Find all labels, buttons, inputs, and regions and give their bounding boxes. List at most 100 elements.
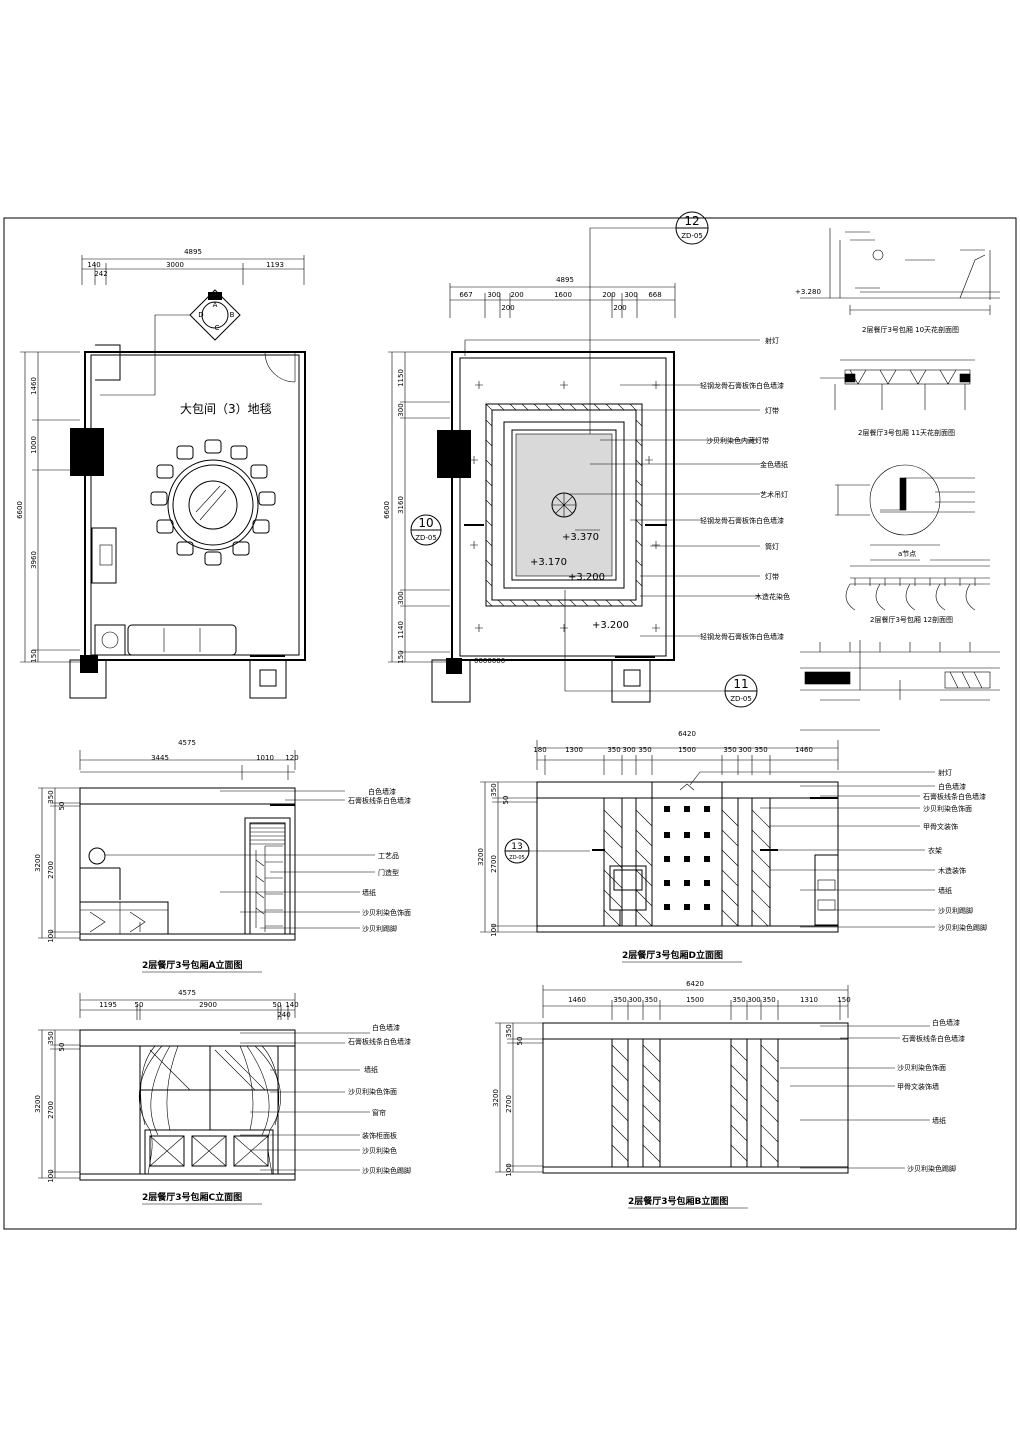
ceiling-height-total: 6600 — [383, 501, 391, 519]
elev-d-label-8: 沙贝利踢脚 — [938, 906, 973, 915]
elev-a-seg-1: 1010 — [256, 754, 274, 762]
elev-a-label-3: 门造型 — [378, 868, 399, 877]
ceiling-label-6: 轻钢龙骨石膏板饰白色墙漆 — [700, 516, 784, 525]
ceiling-seg-2: 200 — [510, 291, 523, 299]
elev-3170: +3.170 — [530, 557, 567, 568]
ceiling-label-5: 艺术吊灯 — [760, 490, 788, 499]
elev-c-seg-0: 1195 — [99, 1001, 117, 1009]
elevation-d: 6420 180 1300 350 300 350 1500 350 300 3… — [477, 730, 987, 963]
elev-a-label-1: 石膏板线条白色墙漆 — [348, 796, 411, 805]
elev-d-label-6: 木造装饰 — [938, 866, 966, 875]
elev-d-h-0: 350 — [490, 783, 498, 796]
elev-b-title: 2层餐厅3号包厢B立面图 — [628, 1195, 728, 1207]
elev-b-h-0: 350 — [505, 1024, 513, 1037]
ceiling-subseg-0: 200 — [501, 304, 514, 312]
callout-11-sheet: ZD-05 — [730, 695, 752, 703]
elev-b-label-5: 沙贝利染色踢脚 — [907, 1164, 956, 1173]
floor-plan-seg-2: 3000 — [166, 261, 184, 269]
floor-plan-height-1: 1460 — [30, 377, 38, 395]
curtain-left — [138, 1045, 179, 1175]
ceiling-label-4: 金色墙纸 — [760, 460, 788, 469]
elev-d-seg-9: 1460 — [795, 746, 813, 754]
elev-3370: +3.370 — [562, 532, 599, 543]
ceiling-label-3: 沙贝利染色内藏灯带 — [706, 436, 769, 445]
ceiling-label-0: 射灯 — [765, 336, 779, 345]
ceiling-label-7: 筒灯 — [765, 542, 779, 551]
compass-d: D — [198, 311, 203, 319]
callout-10-sheet: ZD-05 — [415, 534, 437, 542]
elev-a-h-3: 2700 — [47, 861, 55, 879]
elev-b-h-1: 50 — [516, 1037, 524, 1046]
elev-d-seg-8: 350 — [754, 746, 767, 754]
elev-c-seg-2: 2900 — [199, 1001, 217, 1009]
floor-plan-room-title: 大包间（3）地毯 — [180, 402, 272, 416]
elev-d-seg-5: 1500 — [678, 746, 696, 754]
elev-c-label-1: 石膏板线条白色墙漆 — [348, 1037, 411, 1046]
elev-c-seg-3: 50 — [273, 1001, 282, 1009]
detail-node-title: a节点 — [898, 550, 916, 558]
ceiling-height-2: 300 — [397, 403, 405, 416]
elev-c-h-1: 50 — [58, 1043, 66, 1052]
floor-plan: 4895 140 242 3000 1193 6600 1460 1000 39… — [16, 248, 306, 699]
sheet-border — [3, 217, 1017, 1230]
elev-a-label-5: 沙贝利染色饰面 — [362, 908, 411, 917]
elev-d-seg-1: 1300 — [565, 746, 583, 754]
ceiling-height-6: 150 — [397, 650, 405, 663]
elev-b-h-4: 100 — [505, 1163, 513, 1176]
ceiling-seg-3: 1600 — [554, 291, 572, 299]
elev-b-seg-4: 1500 — [686, 996, 704, 1004]
elevation-a: 4575 3445 1010 120 350 50 3200 2700 100 — [34, 739, 411, 973]
elev-b-h-3: 2700 — [505, 1095, 513, 1113]
elev-a-label-4: 墙纸 — [362, 888, 376, 897]
elev-3200b: +3.200 — [592, 620, 629, 631]
elev-c-h-0: 350 — [47, 1031, 55, 1044]
elev-d-label-7: 墙纸 — [938, 886, 952, 895]
callout-13-num: 13 — [511, 842, 522, 852]
compass-b: B — [230, 311, 235, 319]
floor-plan-height-2: 1000 — [30, 436, 38, 454]
elev-c-seg-4: 140 — [285, 1001, 298, 1009]
elev-c-label-4: 窗帘 — [372, 1108, 386, 1117]
elev-c-label-3: 沙贝利染色饰面 — [348, 1087, 397, 1096]
floor-plan-overall-width: 4895 — [184, 248, 202, 256]
floor-plan-height-total: 6600 — [16, 501, 24, 519]
elev-3200a: +3.200 — [568, 572, 605, 583]
elev-a-label-6: 沙贝利踢脚 — [362, 924, 397, 933]
elev-c-overall: 4575 — [178, 989, 196, 997]
elev-d-label-0: 射灯 — [938, 768, 952, 777]
elev-b-seg-7: 350 — [762, 996, 775, 1004]
detail10-elev: +3.280 — [795, 288, 821, 296]
detail10-title: 2层餐厅3号包厢 10天花剖面图 — [862, 325, 959, 334]
section-details: +3.280 2层餐厅3号包厢 10天花剖面图 2层餐厅3号包厢 11天花剖面图 — [795, 228, 1000, 731]
compass-a: A — [213, 301, 218, 309]
detail11-title: 2层餐厅3号包厢 11天花剖面图 — [858, 428, 955, 437]
elev-b-label-2: 沙贝利染色饰面 — [897, 1063, 946, 1072]
elev-c-label-7: 沙贝利染色踢脚 — [362, 1166, 411, 1175]
ceiling-label-8: 灯带 — [765, 572, 779, 581]
elev-d-seg-2: 350 — [607, 746, 620, 754]
ceiling-height-3: 3160 — [397, 496, 405, 514]
callout-12-sheet: ZD-05 — [681, 232, 703, 240]
floor-plan-seg-3: 1193 — [266, 261, 284, 269]
elev-d-h-4: 100 — [490, 923, 498, 936]
callout-10-num: 10 — [418, 516, 433, 530]
elev-c-title: 2层餐厅3号包厢C立面图 — [142, 1191, 242, 1203]
elev-d-seg-0: 180 — [533, 746, 546, 754]
elev-d-label-4: 甲骨文装饰 — [923, 822, 958, 831]
elev-b-h-2: 3200 — [492, 1089, 500, 1107]
elev-d-label-9: 沙贝利染色踢脚 — [938, 923, 987, 932]
elev-a-overall: 4575 — [178, 739, 196, 747]
ceiling-subseg-1: 200 — [613, 304, 626, 312]
elev-d-label-5: 衣架 — [928, 846, 942, 855]
dining-chairs — [150, 439, 276, 566]
elev-c-label-2: 墙纸 — [364, 1065, 378, 1074]
floor-plan-seg-0: 140 — [87, 261, 100, 269]
elev-a-seg-0: 3445 — [151, 754, 169, 762]
elev-b-seg-3: 350 — [644, 996, 657, 1004]
ceiling-seg-0: 667 — [459, 291, 472, 299]
elev-d-label-2: 石膏板线条白色墙漆 — [923, 792, 986, 801]
elev-c-h-4: 100 — [47, 1169, 55, 1182]
elev-c-seg-1: 50 — [135, 1001, 144, 1009]
curtain-right — [239, 1045, 281, 1175]
floor-plan-seg-1: 242 — [94, 270, 107, 278]
